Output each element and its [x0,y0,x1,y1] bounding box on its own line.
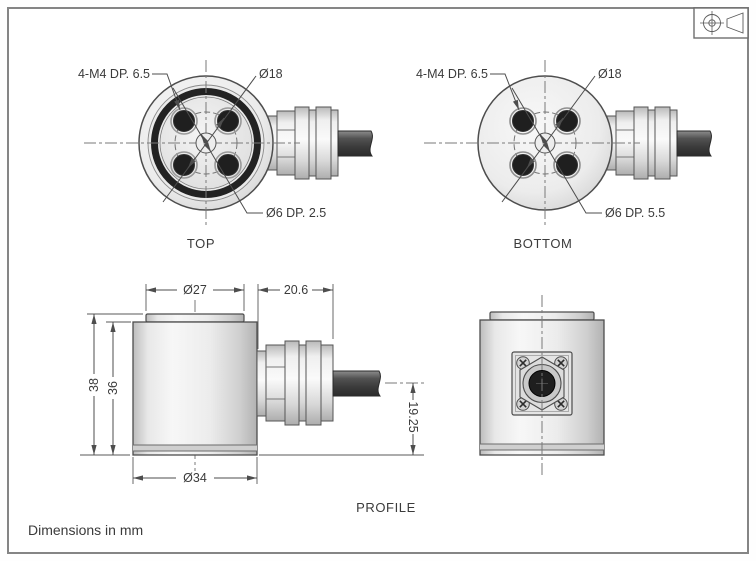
dim-cable-center-height: 19.25 [259,382,425,456]
bolt-circle [513,111,577,175]
bottom-view-label: BOTTOM [514,236,573,251]
svg-text:Ø34: Ø34 [183,471,207,485]
cable [332,370,381,397]
cable [676,130,712,157]
svg-text:20.6: 20.6 [284,283,308,297]
profile-cable-gland [256,340,381,426]
svg-text:19.25: 19.25 [406,401,420,432]
dim-cap-diameter: Ø27 [145,283,245,311]
bottom-view: 4-M4 DP. 6.5 Ø18 Ø6 DP. 5.5 BOTTOM [416,60,712,251]
dim-total-height: 38 [80,313,143,456]
svg-text:38: 38 [87,378,101,392]
dim-gland-length: 20.6 [257,283,334,349]
bottom-mounting-holes-callout: 4-M4 DP. 6.5 [416,67,488,81]
projection-symbol-icon [693,7,749,39]
dimensions-note: Dimensions in mm [28,522,143,538]
body [132,321,258,456]
svg-text:Ø27: Ø27 [183,283,207,297]
profile-view: Ø27 20.6 38 36 [80,283,425,515]
top-mounting-holes-callout: 4-M4 DP. 6.5 [78,67,150,81]
dim-body-height: 36 [106,321,131,455]
top-view: 4-M4 DP. 6.5 Ø18 Ø6 DP. 2.5 TOP [78,60,373,251]
cap [145,313,245,323]
bolt-circle [174,111,238,175]
dim-body-diameter: Ø34 [132,457,258,485]
bottom-bolt-circle-callout: Ø18 [598,67,622,81]
svg-text:36: 36 [106,381,120,395]
cable [337,130,373,157]
profile-view-label: PROFILE [356,500,416,515]
bottom-view-cable-gland [606,106,712,180]
sheet-border [7,7,749,554]
front-face-view [479,295,605,478]
top-view-label: TOP [187,236,215,251]
bottom-center-hole-callout: Ø6 DP. 5.5 [605,206,665,220]
top-bolt-circle-callout: Ø18 [259,67,283,81]
top-center-hole-callout: Ø6 DP. 2.5 [266,206,326,220]
